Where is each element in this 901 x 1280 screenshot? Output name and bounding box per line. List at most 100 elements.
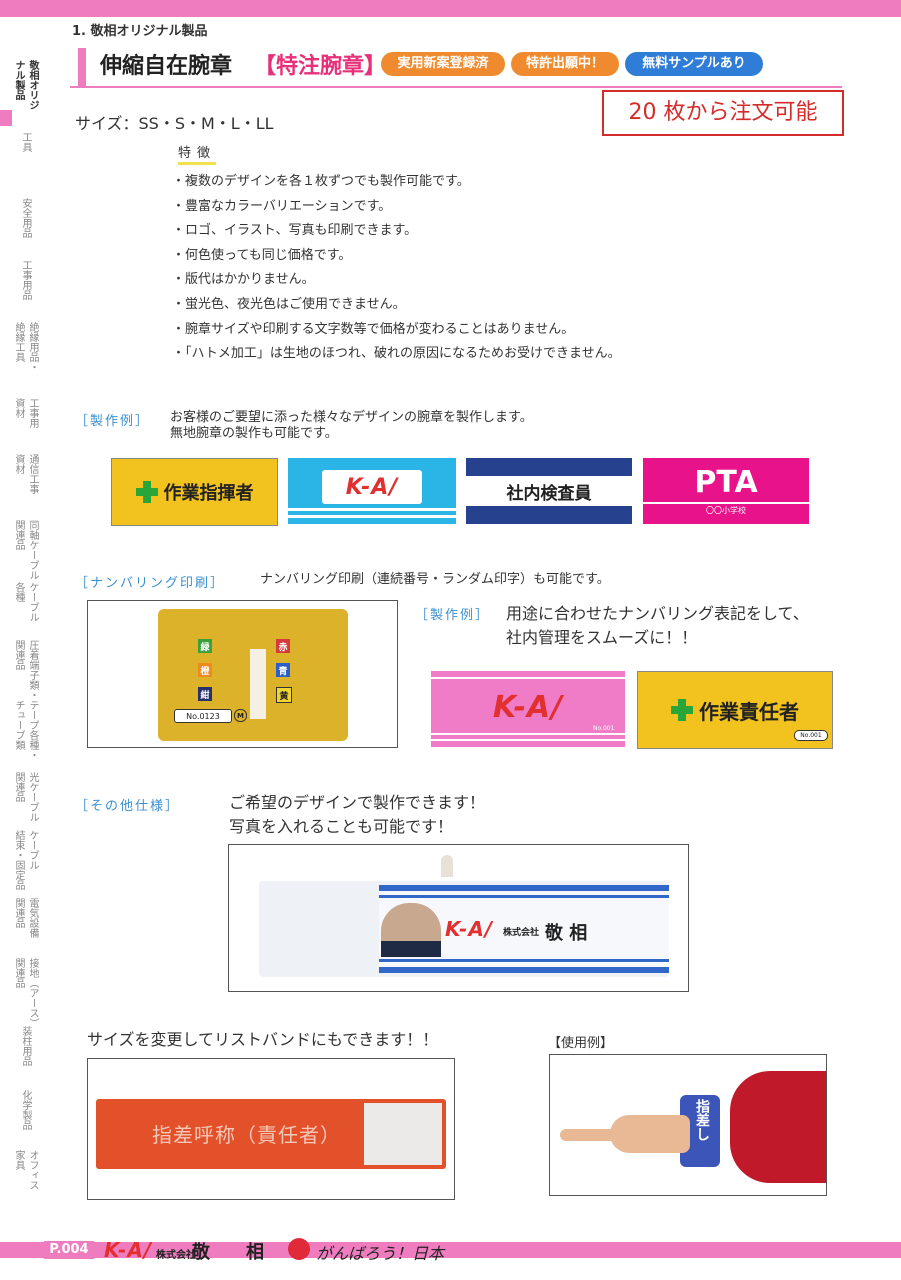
photo-armband-photo: K-A/ 株式会社 敬 相 xyxy=(228,844,689,992)
color-swatch-yellow: 黄 xyxy=(276,687,292,703)
numbering-heading: ［ナンバリング印刷］ xyxy=(75,576,226,591)
sidebar-item-label: 圧着端子類・ xyxy=(27,640,38,700)
armband-school-label: 〇〇小学校 xyxy=(706,505,746,515)
feature-item: ・蛍光色、夜光色はご使用できません。 xyxy=(172,297,406,312)
examples-text: 無地腕章の製作も可能です。 xyxy=(170,426,338,441)
sidebar-item[interactable]: 工具 xyxy=(0,132,50,152)
usage-heading: 【使用例】 xyxy=(548,1036,614,1051)
sidebar-item[interactable]: 同軸ケーブル関連品 xyxy=(0,520,50,580)
kai-logo: K-A/ xyxy=(492,689,564,725)
number-label: No.001 xyxy=(794,730,828,741)
sidebar-item[interactable]: 安全用品 xyxy=(0,198,50,238)
minimum-order-box: 20 枚から注文可能 xyxy=(602,90,844,136)
sidebar-item[interactable]: 絶縁用品・絶縁工具 xyxy=(0,322,50,372)
hand xyxy=(610,1115,690,1153)
sidebar-item[interactable]: 化学製品 xyxy=(0,1090,50,1130)
usage-photo: 指差し xyxy=(549,1054,827,1196)
armband-numbered-supervisor: 作業責任者 No.001 xyxy=(637,671,833,749)
armband-label-wrap: 作業責任者 xyxy=(638,690,832,730)
sidebar-item[interactable]: ケーブル結束・固定品 xyxy=(0,830,50,890)
numbering-example-text: 社内管理をスムーズに！！ xyxy=(506,628,698,647)
sidebar-item-label: 資材 xyxy=(13,398,24,418)
sidebar-item-label: ケーブル xyxy=(27,582,38,622)
sidebar-item[interactable]: 工事用資材 xyxy=(0,398,50,428)
number-tag: No.0123 xyxy=(174,709,232,723)
sidebar-item[interactable]: 通信工事資材 xyxy=(0,454,50,494)
breadcrumb: 1. 敬相オリジナル製品 xyxy=(72,24,208,39)
sidebar-item-label: 関連品 xyxy=(13,958,24,988)
sidebar-item-label: 光ケーブル xyxy=(27,772,38,822)
sidebar-item-label: 化学製品 xyxy=(20,1090,31,1130)
number-label: No.001 xyxy=(593,725,615,732)
company-label: 株式会社 xyxy=(503,928,540,938)
sidebar-item-label: 絶縁用品・ xyxy=(27,322,38,372)
numbering-example-heading: ［製作例］ xyxy=(415,608,491,623)
sidebar-item-label: 関連品 xyxy=(13,772,24,802)
sidebar-item-label: 家具 xyxy=(13,1150,24,1170)
armband-sample-inspector: 社内検査員 xyxy=(466,458,632,524)
sidebar-item[interactable]: 接地（アース）関連品 xyxy=(0,958,50,1028)
bottom-color-bar xyxy=(0,1242,901,1258)
examples-heading: ［製作例］ xyxy=(75,414,151,429)
page-number: P.004 xyxy=(44,1241,94,1259)
other-specs-text: 写真を入れることも可能です！ xyxy=(229,817,454,836)
green-cross-icon xyxy=(671,699,693,721)
sidebar-item-label: 結束・固定品 xyxy=(13,830,24,890)
sidebar-item-label: 工事用 xyxy=(27,398,38,428)
wristband-label: 指差呼称（責任者） xyxy=(152,1123,341,1147)
feature-item: ・豊富なカラーバリエーションです。 xyxy=(172,199,392,214)
size-list: サイズ：SS・S・M・L・LL xyxy=(75,114,274,133)
color-swatch-navy: 紺 xyxy=(198,687,212,701)
cherry-blossom-icon xyxy=(288,1238,310,1260)
sidebar-item-label: 工具 xyxy=(20,132,31,152)
sidebar-item[interactable]: オフィス家具 xyxy=(0,1150,50,1190)
fabric-tag xyxy=(250,649,266,719)
sidebar-item[interactable]: 敬相オリジナル製品 xyxy=(0,60,50,110)
footer-name-1: 敬 xyxy=(192,1242,210,1263)
sidebar-item-label: ケーブル xyxy=(27,830,38,870)
red-wristband: 指差呼称（責任者） xyxy=(96,1099,446,1169)
pointing-finger xyxy=(560,1129,620,1141)
sidebar-item[interactable]: 装柱用品 xyxy=(0,1026,50,1066)
armband-sample-pta: PTA 〇〇小学校 xyxy=(643,458,809,524)
wristband-text: サイズを変更してリストバンドにもできます！！ xyxy=(87,1030,439,1049)
sidebar-item-label: 資材 xyxy=(13,454,24,474)
numbering-photo: 緑 赤 橙 青 紺 黄 No.0123 M xyxy=(87,600,398,748)
badge-free-sample: 無料サンプルあり xyxy=(625,52,763,76)
armband-stripe xyxy=(431,733,625,735)
armband-stripe xyxy=(379,895,669,898)
green-cross-icon xyxy=(135,481,158,503)
color-swatch-green: 緑 xyxy=(198,639,212,653)
sidebar-item-label: 各種 xyxy=(13,582,24,602)
sidebar-item-label: 安全用品 xyxy=(20,198,31,238)
armband-stripe xyxy=(288,508,456,511)
title-underline xyxy=(70,86,842,88)
color-swatch-red: 赤 xyxy=(276,639,290,653)
other-specs-heading: ［その他仕様］ xyxy=(75,799,181,814)
features-heading: 特徴 xyxy=(178,142,217,165)
sidebar-item[interactable]: 工事用品 xyxy=(0,260,50,300)
velcro-patch xyxy=(364,1103,442,1165)
armband-label: PTA xyxy=(694,464,758,500)
title-accent-bar xyxy=(78,48,86,86)
white-armband: K-A/ 株式会社 敬 相 xyxy=(259,881,669,977)
sidebar-item-label: 敬相オリジ xyxy=(27,60,38,110)
sidebar-item-label: ナル製品 xyxy=(13,60,24,100)
sidebar-item-label: 関連品 xyxy=(13,898,24,928)
sidebar-item[interactable]: 電気設備関連品 xyxy=(0,898,50,938)
feature-item: ・何色使っても同じ価格です。 xyxy=(172,248,352,263)
armband-stripe xyxy=(379,959,669,962)
examples-text: お客様のご要望に添った様々なデザインの腕章を製作します。 xyxy=(170,410,533,425)
sidebar-item[interactable]: ケーブル各種 xyxy=(0,582,50,622)
sidebar-item-label: 装柱用品 xyxy=(20,1026,31,1066)
armband-stripe xyxy=(431,739,625,741)
feature-item: ・版代はかかりません。 xyxy=(172,272,315,287)
sidebar-item[interactable]: 光ケーブル関連品 xyxy=(0,772,50,822)
footer-slogan: がんばろう！日本 xyxy=(316,1244,445,1263)
armband-stripe xyxy=(379,885,669,891)
color-swatch-orange: 橙 xyxy=(198,663,212,677)
sidebar-item-label: 工事用品 xyxy=(20,260,31,300)
sidebar-item[interactable]: 圧着端子類・関連品 xyxy=(0,640,50,700)
kai-logo: K-A/ xyxy=(445,917,494,941)
sidebar-item[interactable]: テープ各種・チューブ類 xyxy=(0,700,50,760)
